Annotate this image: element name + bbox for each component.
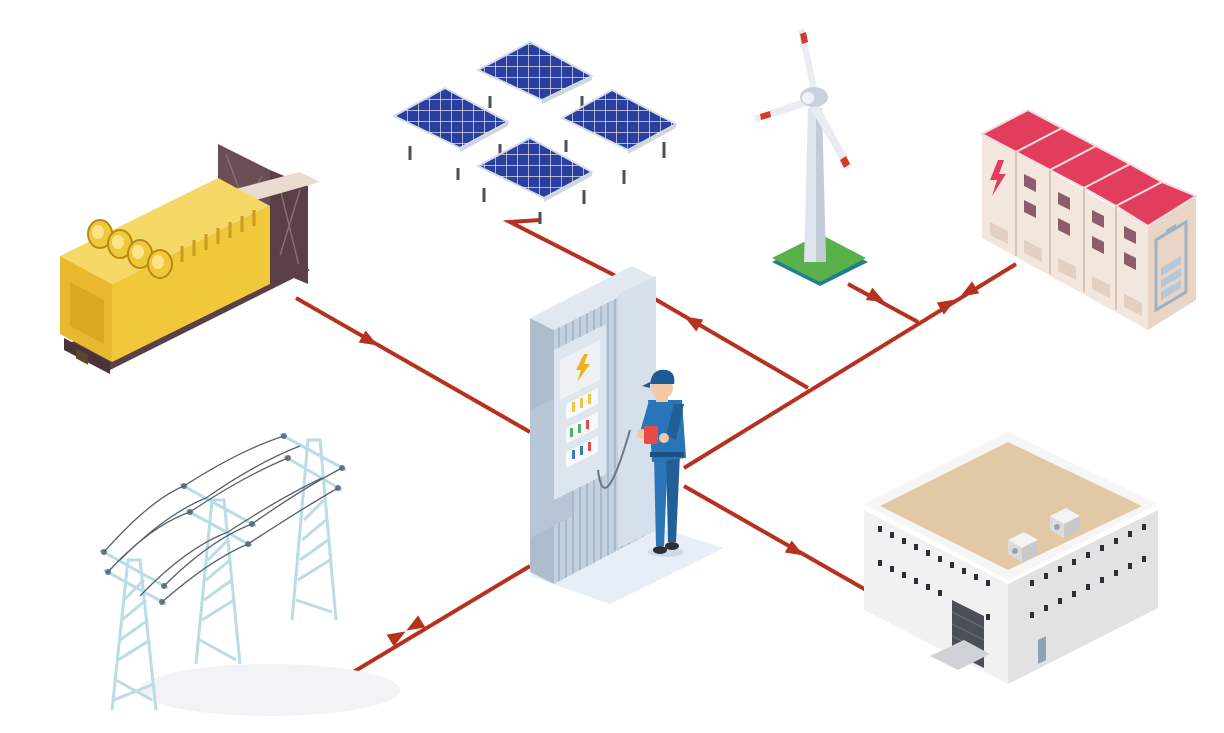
warning-icon: [576, 354, 590, 382]
flow-arrows: [358, 281, 980, 647]
arrow-grid-in: [386, 631, 406, 647]
line-battery-to-switchboard: [682, 262, 1018, 470]
generator-icon: [60, 144, 320, 374]
ac-unit-icon-2: [1050, 508, 1080, 538]
wind-turbine-icon: [754, 28, 868, 286]
solar-panel-icon: [391, 40, 679, 224]
line-switchboard-to-building: [683, 484, 867, 592]
arrow-battery-in: [936, 299, 956, 315]
line-wind-to-junction: [847, 282, 919, 324]
line-generator-to-switchboard: [295, 296, 531, 434]
door: [1038, 636, 1046, 664]
ac-unit-icon: [1008, 532, 1038, 562]
worker-icon: [637, 369, 686, 557]
arrow-generator: [358, 330, 378, 346]
lightning-icon: [990, 160, 1006, 196]
electrical-panel-icon: [530, 266, 724, 604]
arrow-grid-out: [406, 615, 426, 631]
battery-icon: [979, 108, 1199, 330]
arrow-solar: [684, 316, 704, 332]
arrow-battery-out: [960, 281, 980, 297]
arrow-building: [784, 540, 804, 556]
transmission-tower-icon: [99, 432, 400, 716]
building-icon: [864, 432, 1158, 684]
multimeter-icon: [644, 426, 658, 444]
arrow-wind: [865, 287, 885, 303]
battery-symbol-icon: [1154, 219, 1188, 313]
line-solar-to-switchboard: [502, 218, 810, 390]
